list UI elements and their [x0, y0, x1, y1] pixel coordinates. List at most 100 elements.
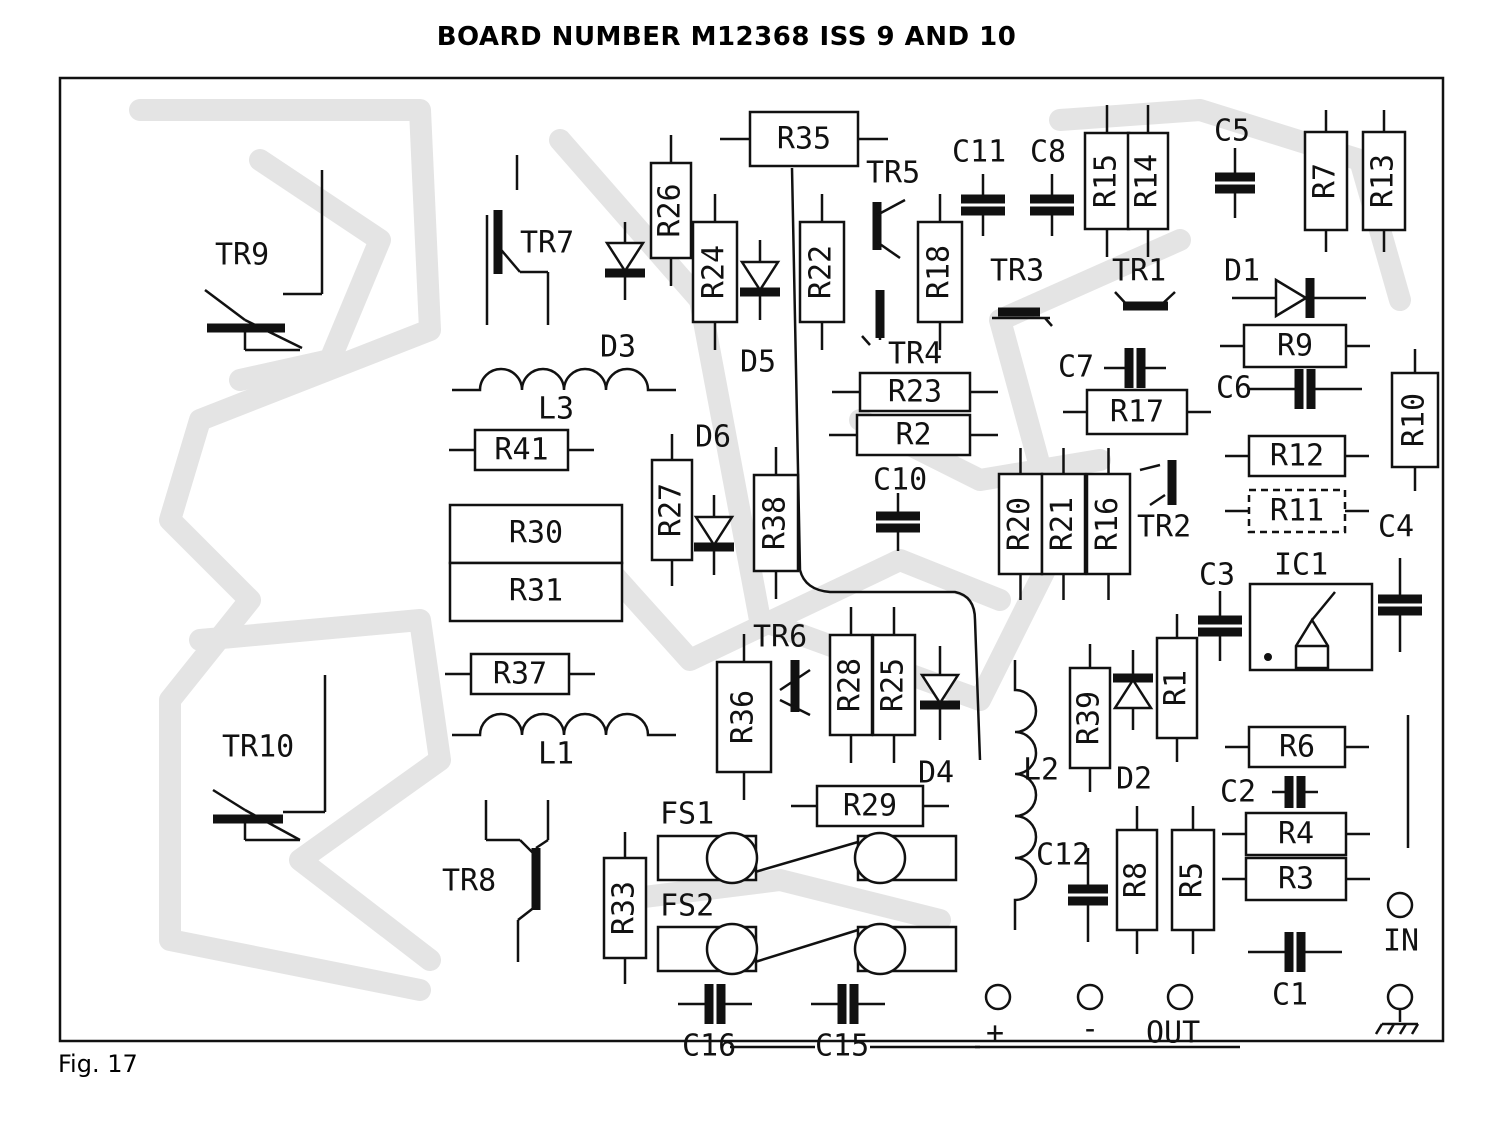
- component-label: R37: [493, 657, 547, 692]
- component-label: R2: [895, 418, 931, 453]
- diode-d1: [1232, 277, 1366, 319]
- ic1: [1248, 582, 1374, 672]
- resistor-r31: R31: [448, 561, 624, 623]
- designator-tr9: TR9: [215, 238, 269, 273]
- component-label: D6: [695, 420, 731, 455]
- resistor-r13: R13: [1361, 110, 1407, 252]
- capacitor-c6: [1248, 369, 1362, 409]
- designator-tr2: TR2: [1137, 510, 1191, 545]
- component-label: R3: [1278, 862, 1314, 897]
- designator-tr10: TR10: [222, 730, 294, 765]
- component-label: R11: [1270, 494, 1324, 529]
- component-label: R17: [1110, 395, 1164, 430]
- transistor-tr1: [1114, 291, 1176, 311]
- component-label: R31: [509, 574, 563, 609]
- component-label: TR4: [888, 337, 942, 372]
- component-label: FS2: [660, 889, 714, 924]
- component-label: C1: [1272, 978, 1308, 1013]
- component-label: D3: [600, 330, 636, 365]
- component-label: C11: [952, 135, 1006, 170]
- component-label: R25: [876, 658, 911, 712]
- transistor-tr2: [1139, 460, 1177, 507]
- component-label: R8: [1119, 862, 1154, 898]
- inductor-l1: [452, 712, 676, 737]
- component-label: IN: [1383, 924, 1419, 959]
- resistor-r22: R22: [798, 194, 846, 350]
- component-label: R16: [1090, 497, 1125, 551]
- designator-: -: [1081, 1012, 1099, 1047]
- component-label: R28: [833, 658, 868, 712]
- capacitor-c16: [678, 984, 752, 1024]
- designator-l1: L1: [538, 737, 574, 772]
- component-label: R12: [1270, 439, 1324, 474]
- fuse-fs1: [656, 831, 958, 885]
- component-label: R21: [1045, 497, 1080, 551]
- resistor-r18: R18: [916, 194, 964, 350]
- capacitor-c3: [1198, 591, 1242, 661]
- resistor-r9: R9: [1220, 323, 1370, 369]
- designator-out: OUT: [1146, 1016, 1200, 1051]
- component-label: C10: [873, 463, 927, 498]
- component-label: R24: [697, 245, 732, 299]
- component-label: R41: [494, 433, 548, 468]
- designator-c3: C3: [1199, 558, 1235, 593]
- capacitor-c2: [1272, 776, 1318, 808]
- component-label: R7: [1308, 163, 1343, 199]
- component-label: R39: [1072, 691, 1107, 745]
- designator-c10: C10: [873, 463, 927, 498]
- component-label: TR3: [990, 254, 1044, 289]
- resistor-r27: R27: [650, 434, 694, 586]
- component-label: L3: [538, 392, 574, 427]
- component-label: FS1: [660, 797, 714, 832]
- designator-d1: D1: [1224, 254, 1260, 289]
- designator-d2: D2: [1116, 762, 1152, 797]
- component-label: C5: [1214, 114, 1250, 149]
- resistor-r12: R12: [1225, 434, 1369, 478]
- diode-d4: [919, 646, 961, 740]
- resistor-r35: R35: [720, 110, 888, 168]
- component-label: C2: [1220, 775, 1256, 810]
- designator-d6: D6: [695, 420, 731, 455]
- designator-tr3: TR3: [990, 254, 1044, 289]
- resistor-r24: R24: [691, 194, 739, 350]
- designator-l2: L2: [1023, 753, 1059, 788]
- diode-d3: [604, 222, 646, 300]
- resistor-r2: R2: [829, 413, 998, 457]
- capacitor-c15: [811, 984, 885, 1024]
- designator-c15: C15: [815, 1029, 869, 1064]
- component-label: TR9: [215, 238, 269, 273]
- designator-tr5: TR5: [866, 156, 920, 191]
- resistor-r41: R41: [449, 428, 594, 472]
- capacitor-c8: [1030, 174, 1074, 236]
- component-label: R5: [1175, 862, 1210, 898]
- resistor-r7: R7: [1303, 110, 1349, 252]
- designator-c4: C4: [1378, 510, 1414, 545]
- designator-c5: C5: [1214, 114, 1250, 149]
- designator-c11: C11: [952, 135, 1006, 170]
- figure-caption: Fig. 17: [58, 1050, 138, 1078]
- resistor-r23: R23: [832, 371, 998, 413]
- component-label: TR2: [1137, 510, 1191, 545]
- component-label: R6: [1279, 730, 1315, 765]
- designator-l3: L3: [538, 392, 574, 427]
- transistor-tr5: [872, 198, 906, 260]
- component-label: L2: [1023, 753, 1059, 788]
- component-label: OUT: [1146, 1016, 1200, 1051]
- component-label: R30: [509, 516, 563, 551]
- component-label: D1: [1224, 254, 1260, 289]
- fuse-fs2: [656, 922, 958, 976]
- resistor-r39: R39: [1068, 644, 1112, 792]
- component-label: TR6: [753, 620, 807, 655]
- capacitor-c11: [961, 174, 1005, 236]
- resistor-r5: R5: [1170, 806, 1216, 954]
- designator-d5: D5: [740, 345, 776, 380]
- inductor-l2: [1013, 660, 1038, 930]
- resistor-r21: R21: [1040, 448, 1087, 600]
- output-terminals: [730, 891, 1420, 1049]
- board-outline: [58, 76, 1445, 1043]
- designator-tr1: TR1: [1112, 254, 1166, 289]
- transistor-tr10: [212, 675, 327, 842]
- resistor-r20: R20: [997, 448, 1044, 600]
- transistor-tr4: [861, 290, 885, 346]
